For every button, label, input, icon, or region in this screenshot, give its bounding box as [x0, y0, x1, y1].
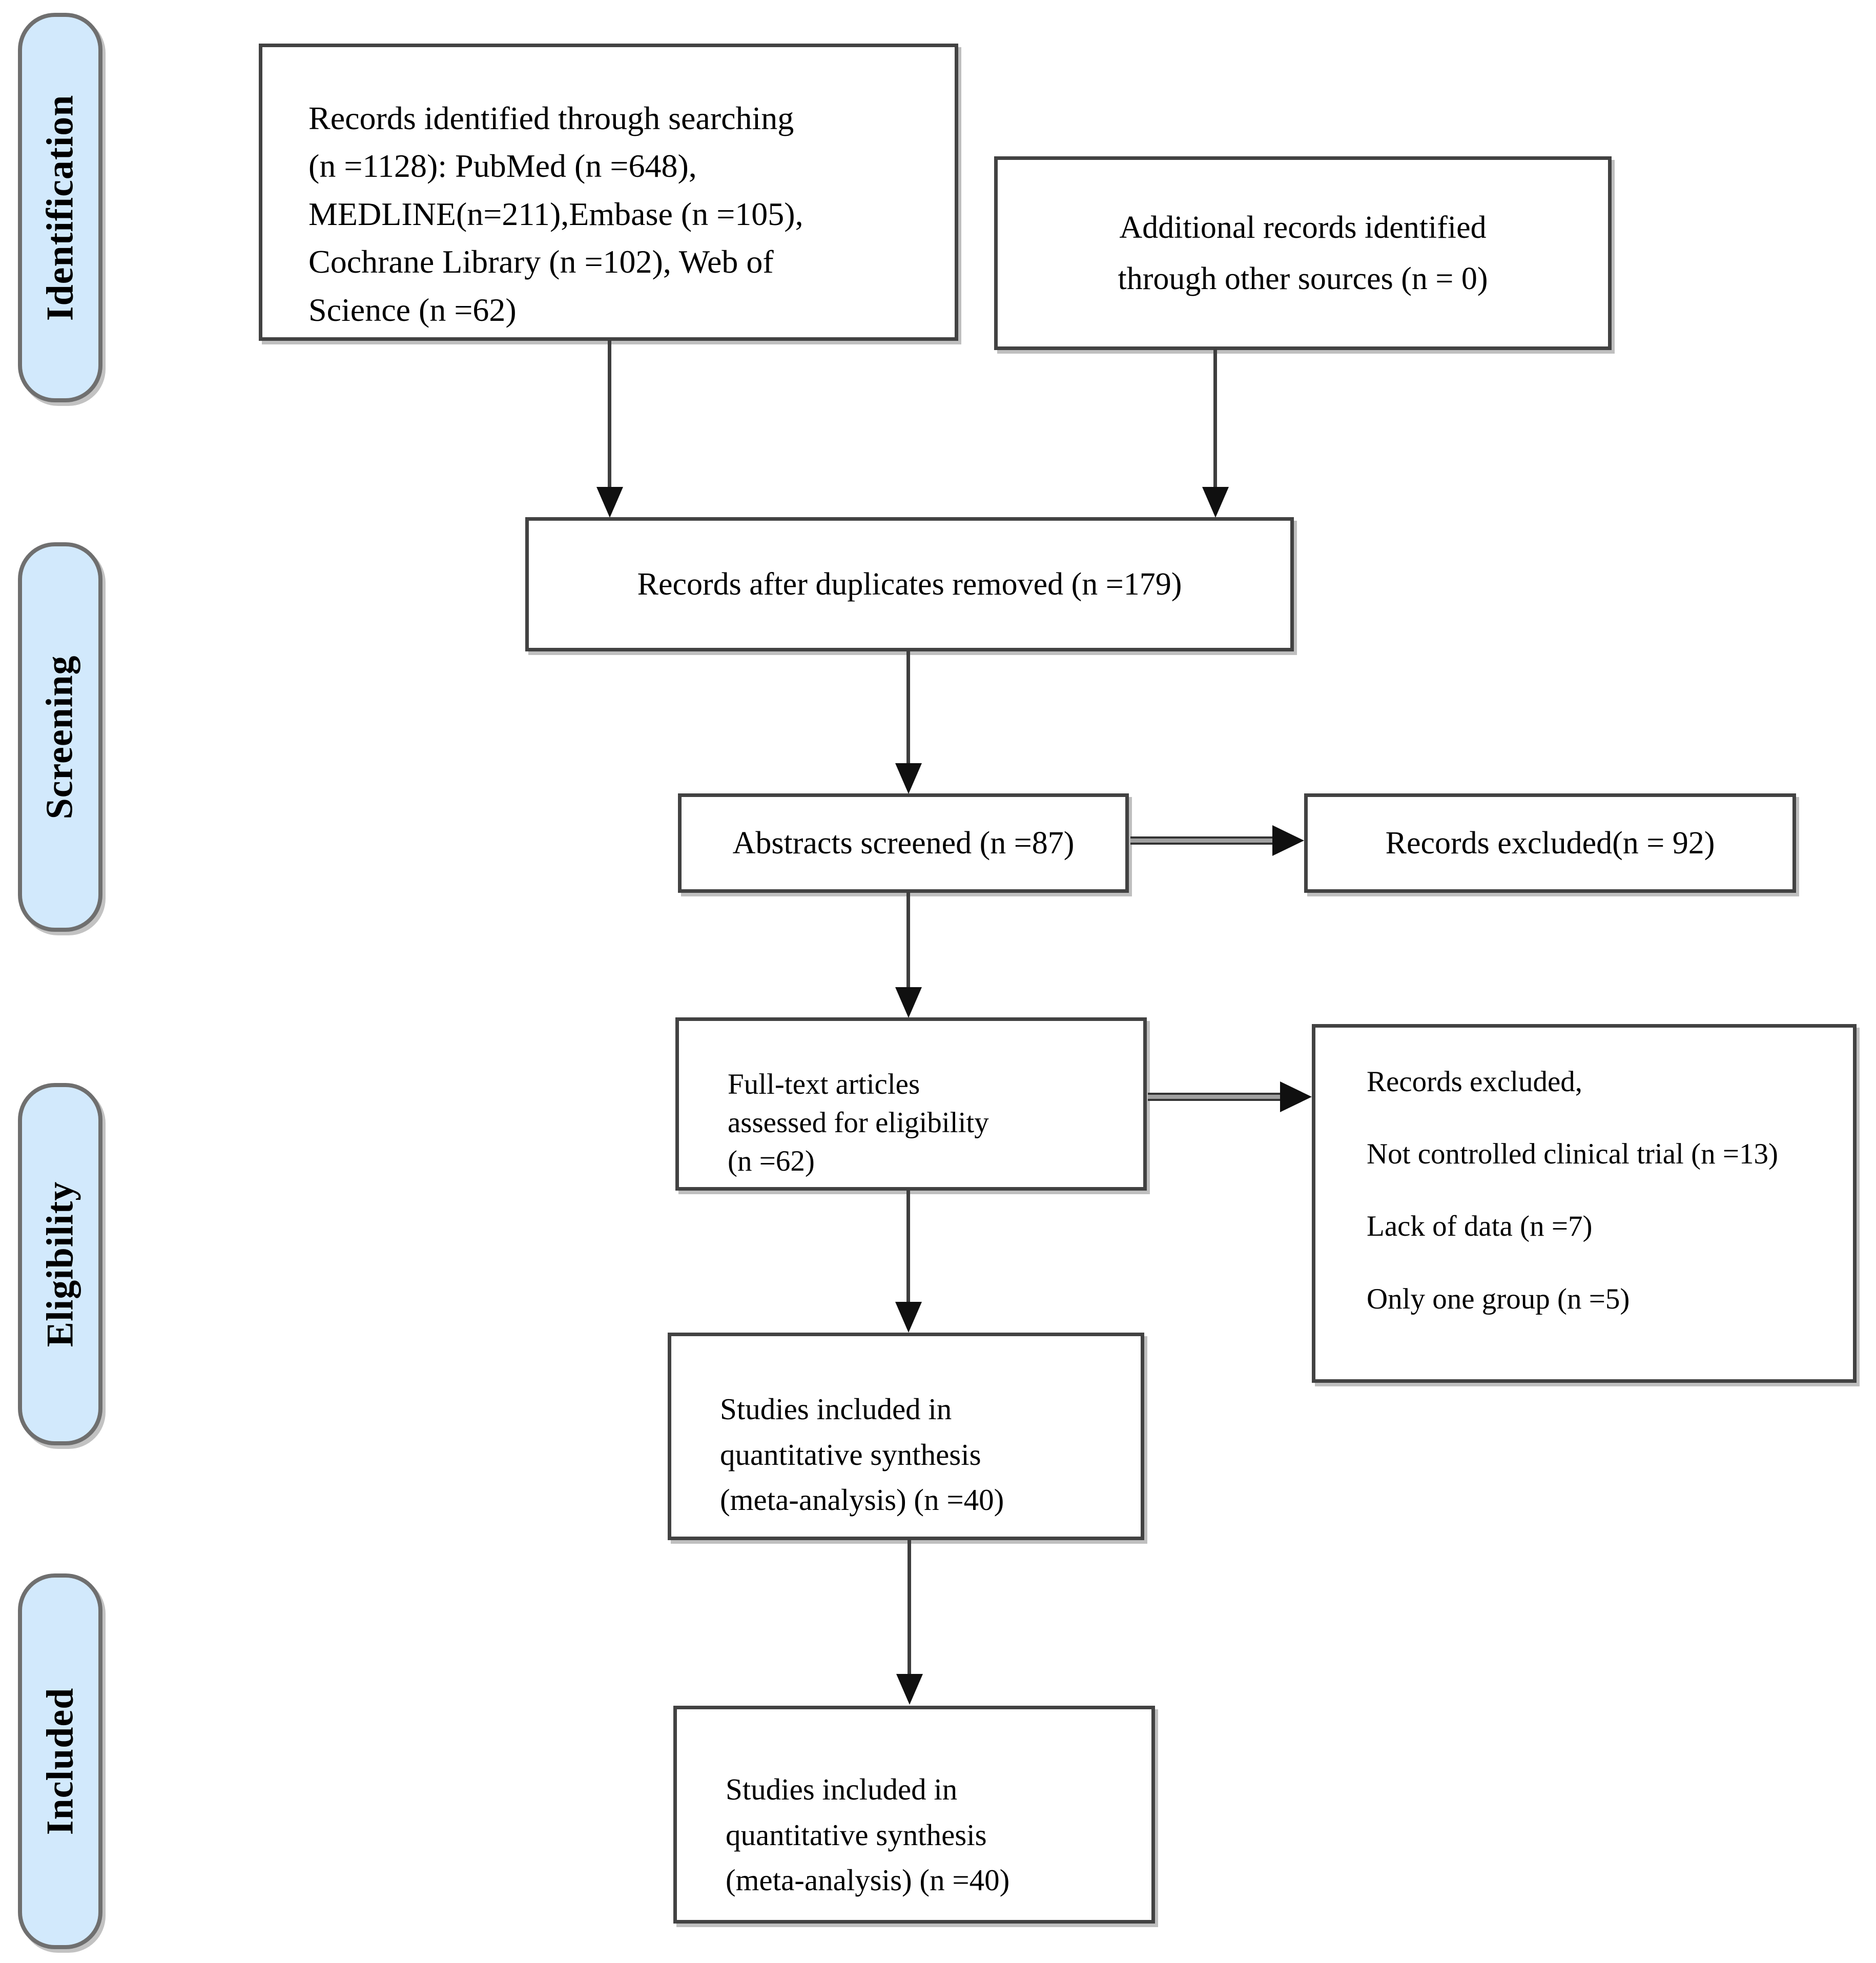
text-line: (meta-analysis) (n =40) [726, 1863, 1010, 1897]
box-studies-included-quantitative: Studies included in quantitative synthes… [668, 1333, 1144, 1540]
stage-included: Included [18, 1573, 102, 1949]
text-paragraph: Only one group (n =5) [1367, 1282, 1630, 1315]
box-records-excluded-screening: Records excluded(n = 92) [1304, 793, 1796, 893]
text-line: quantitative synthesis [726, 1817, 987, 1852]
box-records-excluded-fulltext: Records excluded, Not controlled clinica… [1312, 1024, 1857, 1383]
text-line: through other sources (n = 0) [1118, 261, 1488, 296]
text-line: Records excluded(n = 92) [1385, 825, 1715, 861]
stage-included-label: Included [39, 1687, 81, 1835]
arrow-fulltext-to-included-line [906, 1190, 910, 1303]
arrow-dedup-to-screened-line [906, 650, 910, 764]
arrow-screened-to-excluded-head [1272, 825, 1304, 856]
stage-screening: Screening [18, 542, 102, 932]
stage-identification: Identification [18, 13, 102, 402]
text-line: (n =62) [728, 1145, 815, 1178]
box-additional-records: Additional records identified through ot… [994, 156, 1612, 350]
arrow-dedup-to-screened-head [895, 763, 922, 794]
box-abstracts-screened: Abstracts screened (n =87) [678, 793, 1129, 893]
text-line: (meta-analysis) (n =40) [720, 1483, 1004, 1517]
box-studies-included-final: Studies included in quantitative synthes… [673, 1706, 1155, 1924]
stage-eligibility: Eligibility [18, 1083, 102, 1445]
text-paragraph: Not controlled clinical trial (n =13) [1367, 1138, 1778, 1171]
arrow-additional-to-dedup-line [1213, 349, 1217, 488]
arrow-fulltext-to-excluded-line [1148, 1093, 1280, 1101]
text-line: Cochrane Library (n =102), Web of [308, 243, 774, 280]
arrow-additional-to-dedup-head [1202, 487, 1229, 518]
text-paragraph: Records excluded, [1367, 1066, 1583, 1098]
stage-screening-label: Screening [39, 655, 81, 820]
text-line: Studies included in [720, 1392, 952, 1426]
arrow-fulltext-to-excluded-head [1280, 1081, 1312, 1112]
arrow-screened-to-fulltext-line [906, 892, 910, 988]
text-paragraph: Lack of data (n =7) [1367, 1210, 1593, 1243]
arrow-identified-to-dedup-line [608, 340, 611, 488]
arrow-screened-to-excluded-line [1130, 836, 1272, 845]
box-records-identified: Records identified through searching (n … [259, 44, 958, 341]
arrow-identified-to-dedup-head [596, 487, 623, 518]
text-line: MEDLINE(n=211),Embase (n =105), [308, 195, 803, 232]
text-line: Records after duplicates removed (n =179… [637, 566, 1182, 602]
text-line: Full-text articles [728, 1068, 920, 1100]
text-line: Abstracts screened (n =87) [732, 825, 1075, 861]
text-line: Science (n =62) [308, 291, 517, 328]
arrow-fulltext-to-included-head [895, 1302, 922, 1333]
arrow-included-to-final-head [896, 1674, 923, 1705]
text-line: (n =1128): PubMed (n =648), [308, 148, 697, 185]
text-line: Studies included in [726, 1772, 958, 1806]
box-records-after-duplicates: Records after duplicates removed (n =179… [525, 517, 1294, 651]
arrow-included-to-final-line [908, 1539, 911, 1674]
stage-identification-label: Identification [39, 94, 81, 321]
arrow-screened-to-fulltext-head [895, 987, 922, 1018]
text-line: Records identified through searching [308, 100, 794, 136]
stage-eligibility-label: Eligibility [39, 1181, 81, 1347]
text-line: Additional records identified [1119, 210, 1487, 245]
text-line: quantitative synthesis [720, 1437, 981, 1471]
text-line: assessed for eligibility [728, 1107, 989, 1139]
box-fulltext-assessed: Full-text articles assessed for eligibil… [675, 1017, 1147, 1191]
